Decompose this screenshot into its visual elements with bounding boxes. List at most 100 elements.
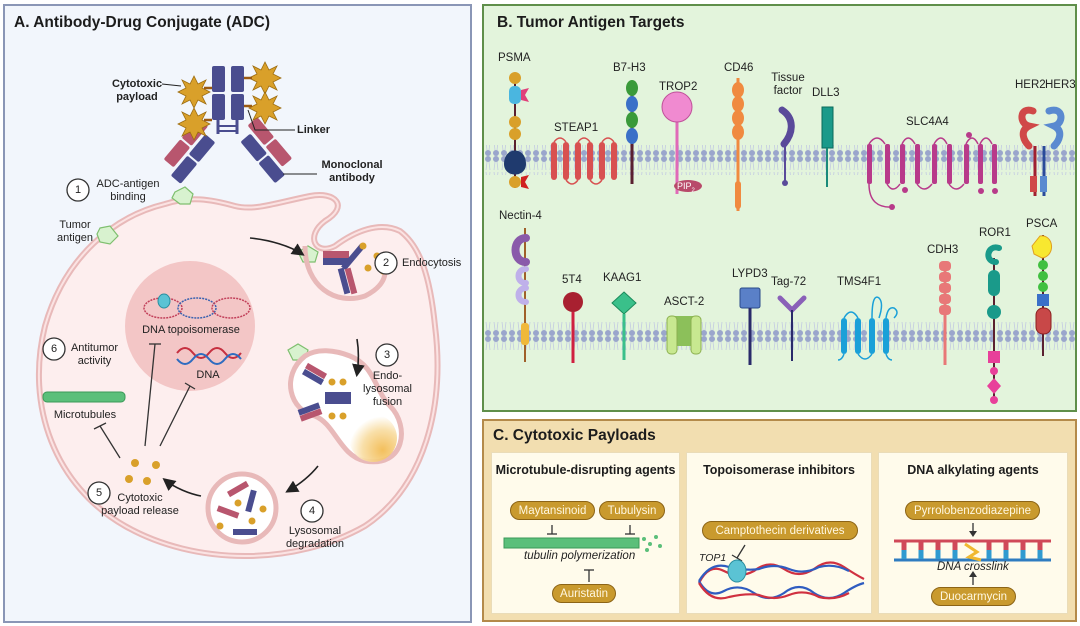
label-psma: PSMA: [498, 52, 531, 64]
group-title: Topoisomerase inhibitors: [703, 463, 855, 477]
label-trop2: TROP2: [659, 81, 698, 93]
top1-enzyme-icon: [727, 559, 747, 583]
group-microtubule-disrupting: Microtubule-disrupting agents Maytansino…: [491, 452, 680, 614]
label-her2: HER2: [1015, 79, 1046, 91]
label-steap1: STEAP1: [554, 122, 599, 134]
drug-auristatin: Auristatin: [552, 584, 616, 603]
panel-adc: A. Antibody-Drug Conjugate (ADC): [3, 4, 472, 623]
psma-protein: [504, 72, 529, 189]
label-pip2: PIP2: [677, 181, 695, 194]
tag-72-protein: [777, 295, 807, 361]
group-title: Microtubule-disrupting agents: [495, 463, 676, 477]
process-dna-crosslink: DNA crosslink: [937, 561, 1009, 573]
trop2-protein: [661, 91, 702, 194]
label-slc4a4: SLC4A4: [906, 116, 949, 128]
her2-her3-dimer: [1018, 106, 1065, 196]
tumor-antigens: [96, 186, 319, 361]
drug-pyrrolobenzodiazepine: Pyrrolobenzodiazepine: [905, 501, 1040, 520]
ror1-protein: [985, 244, 1002, 404]
step-markers: [42, 178, 399, 523]
slc4a4-protein: [867, 132, 998, 210]
cdh3-protein: [939, 261, 951, 365]
label-b7-h3: B7-H3: [613, 62, 646, 74]
group-dna-alkylating: DNA alkylating agents Pyrrolobenzodiazep…: [878, 452, 1068, 614]
nucleus: [125, 261, 255, 391]
microtubule-diagram: [503, 525, 662, 582]
step-2-label: Endocytosis: [402, 257, 462, 269]
antigen-illustration: [484, 72, 1075, 404]
label-5t4: 5T4: [562, 274, 582, 286]
microtubules-label: Microtubules: [53, 409, 117, 421]
drug-camptothecin-derivatives: Camptothecin derivatives: [702, 521, 858, 540]
linker-label: Linker: [297, 124, 331, 136]
dna-topoisomerase-label: DNA topoisomerase: [142, 324, 240, 336]
step-3-number: 3: [383, 349, 391, 361]
adc-illustration: [35, 61, 441, 559]
label-tms4f1: TMS4F1: [837, 276, 882, 288]
step-4-number: 4: [308, 505, 316, 517]
membrane-row-2: [484, 320, 1075, 350]
step-6-number: 6: [50, 343, 58, 355]
label-psca: PSCA: [1026, 218, 1058, 230]
degraded-fragments: [216, 480, 267, 535]
group-topoisomerase-inhibitors: Topoisomerase inhibitors Camptothecin de…: [686, 452, 872, 614]
drug-maytansinoid: Maytansinoid: [510, 501, 595, 520]
label-kaag1: KAAG1: [603, 272, 642, 284]
panel-tumor-antigens: B. Tumor Antigen Targets: [482, 4, 1077, 412]
dll3-protein: [821, 106, 834, 187]
label-asct-2: ASCT-2: [664, 296, 705, 308]
microtubule-icon: [42, 391, 126, 403]
dna-helix-icon: [176, 347, 242, 365]
dna-label: DNA: [196, 369, 220, 381]
asct-2-protein: [666, 315, 702, 355]
kaag1-protein: [611, 291, 637, 360]
released-payloads: [125, 459, 160, 485]
panel-c-title: C. Cytotoxic Payloads: [493, 427, 656, 444]
antibody-drug-conjugate-icon: [161, 61, 317, 184]
lysosome: [205, 471, 279, 545]
label-nectin-4: Nectin-4: [499, 210, 542, 222]
tms4f1-protein: [837, 296, 898, 361]
nectin-4-protein: [511, 228, 530, 362]
label-cdh3: CDH3: [927, 244, 959, 256]
label-her3: HER3: [1045, 79, 1076, 91]
panel-b-title: B. Tumor Antigen Targets: [497, 14, 685, 31]
lysosome-fusion: [349, 414, 397, 462]
step-1-number: 1: [74, 184, 82, 196]
endolysosomal-adc-icon: [297, 362, 351, 422]
inhibition-lines: [93, 343, 196, 459]
label-ror1: ROR1: [979, 227, 1011, 239]
topoisomerase-dna-icon: [143, 293, 251, 319]
step-5-number: 5: [95, 487, 103, 499]
label-tissue-factor: Tissue factor: [771, 72, 805, 97]
process-arrows: [162, 237, 365, 497]
panel-cytotoxic-payloads: C. Cytotoxic Payloads Microtubule-disrup…: [482, 419, 1077, 622]
steap1-protein: [551, 137, 617, 185]
lypd3-protein: [739, 287, 761, 365]
5t4-protein: [563, 292, 583, 363]
tumor-cell: [35, 192, 441, 559]
label-lypd3: LYPD3: [732, 268, 768, 280]
dna-crosslink-diagram: [894, 523, 1051, 585]
membrane-row-1: [484, 145, 1075, 175]
group-title: DNA alkylating agents: [907, 463, 1039, 477]
drug-duocarmycin: Duocarmycin: [931, 587, 1016, 606]
panel-a-title: A. Antibody-Drug Conjugate (ADC): [14, 14, 270, 31]
drug-tubulysin: Tubulysin: [599, 501, 665, 520]
target-top1: TOP1: [699, 552, 727, 564]
b7-h3-protein: [626, 80, 638, 184]
topoisomerase-diagram: [698, 544, 865, 600]
microtubule-icon: [503, 537, 640, 549]
label-cd46: CD46: [724, 62, 754, 74]
label-tag-72: Tag-72: [771, 276, 807, 288]
psca-protein: [1031, 235, 1052, 356]
label-dll3: DLL3: [812, 87, 840, 99]
cd46-protein: [732, 78, 744, 211]
